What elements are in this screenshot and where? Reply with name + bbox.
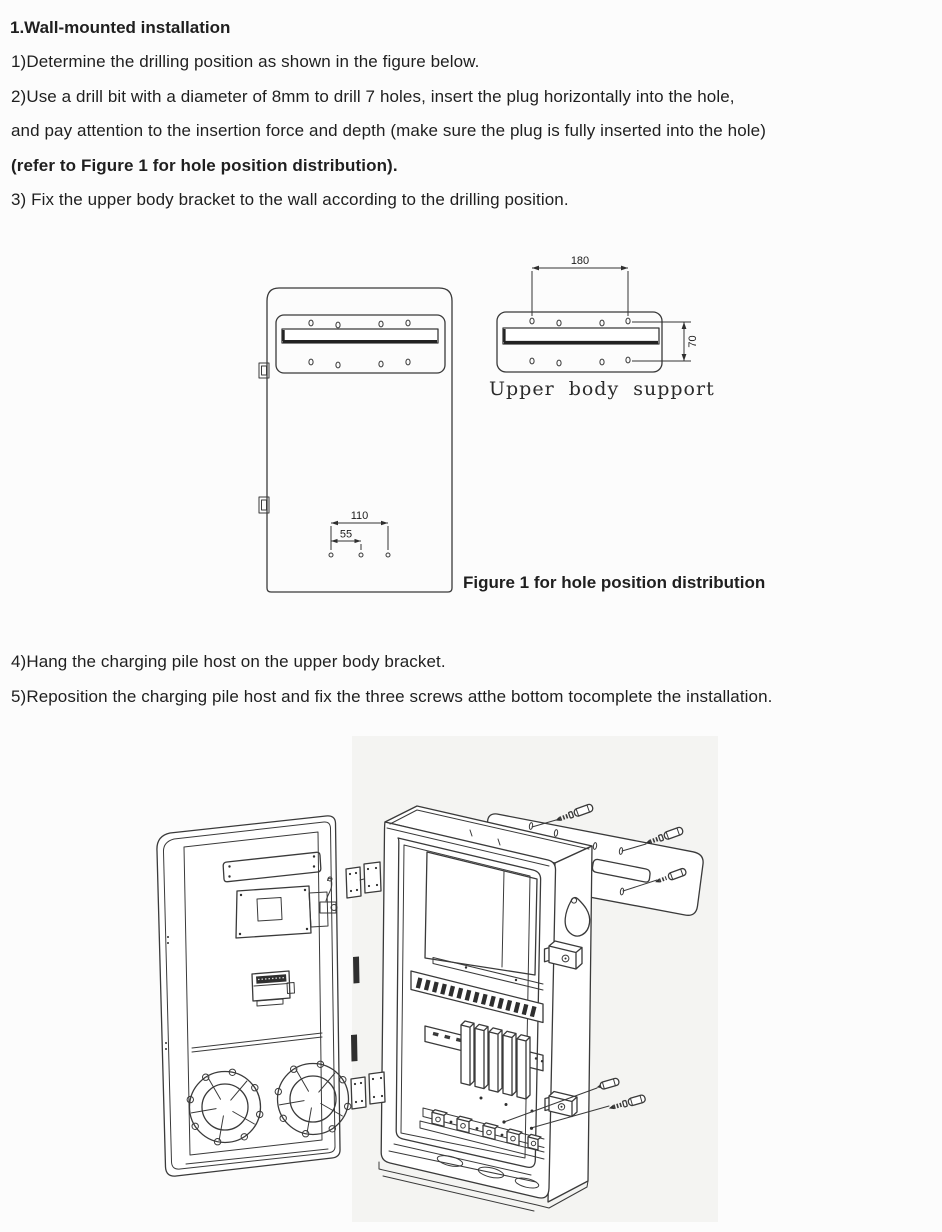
anchor-screw-top-3 [655, 867, 687, 883]
dim-110: 110 [330, 510, 389, 550]
cooling-fan-left [186, 1068, 264, 1146]
cable-gland-holes [388, 1143, 540, 1189]
dim-180-label: 180 [571, 255, 589, 267]
side-hinge-tabs [258, 362, 270, 514]
cabinet-base [378, 1161, 589, 1212]
cabinet-door [156, 815, 352, 1177]
instruction-line: 5)Reposition the charging pile host and … [11, 686, 773, 706]
section-title: 1.Wall-mounted installation [10, 18, 231, 37]
hole-pattern-back-panel: 110 55 [258, 287, 453, 593]
keyhole [564, 896, 591, 937]
instruction-line: 1)Determine the drilling position as sho… [11, 52, 480, 71]
hinges [345, 861, 386, 1110]
support-label: Upper body support [489, 378, 715, 400]
upper-body-support-plate: 180 70 [496, 255, 699, 373]
instruction-paragraph: 1)Determine the drilling position as sho… [11, 45, 766, 218]
cooling-fan-right [274, 1060, 352, 1138]
leader-lines [502, 819, 658, 1130]
instruction-line-bold: (refer to Figure 1 for hole position dis… [11, 155, 398, 175]
door-divider [185, 1032, 329, 1165]
dim-70-label: 70 [687, 335, 699, 347]
cabinet-body [378, 805, 593, 1212]
display-window-plate [222, 851, 322, 883]
bracket-holes [308, 319, 411, 369]
dim-55: 55 [331, 529, 362, 550]
anchor-screw-top-2 [645, 826, 684, 844]
bottom-terminal-rail [419, 1096, 545, 1160]
door-frame-screws [165, 936, 169, 1050]
terminal-block [251, 970, 295, 1007]
figure-caption: Figure 1 for hole position distribution [463, 573, 766, 592]
cabinet-window [424, 851, 538, 976]
door-latch-top [543, 940, 583, 970]
dim-55-label: 55 [340, 529, 352, 541]
anchor-screw-bottom [608, 1094, 646, 1110]
support-holes [529, 317, 631, 367]
bottom-screw-holes [328, 552, 391, 558]
dim-180: 180 [531, 255, 629, 316]
instruction-line: and pay attention to the insertion force… [11, 121, 766, 141]
circuit-breakers [460, 1020, 531, 1100]
instruction-line: 4)Hang the charging pile host on the upp… [11, 652, 446, 671]
figure1-drawing: 110 55 180 [258, 255, 699, 593]
instruction-line: 3) Fix the upper body bracket to the wal… [11, 190, 569, 210]
dim-70: 70 [632, 321, 699, 362]
follow-up-steps: 4)Hang the charging pile host on the upp… [11, 645, 772, 714]
anchor-screw-top-1 [555, 803, 594, 821]
assembly-illustration [156, 736, 718, 1222]
vent-grille [410, 957, 544, 1024]
control-board [235, 876, 338, 939]
anchor-plug-bottom [596, 1077, 620, 1090]
dim-110-label: 110 [351, 510, 369, 522]
instruction-line: 2)Use a drill bit with a diameter of 8mm… [11, 86, 735, 106]
